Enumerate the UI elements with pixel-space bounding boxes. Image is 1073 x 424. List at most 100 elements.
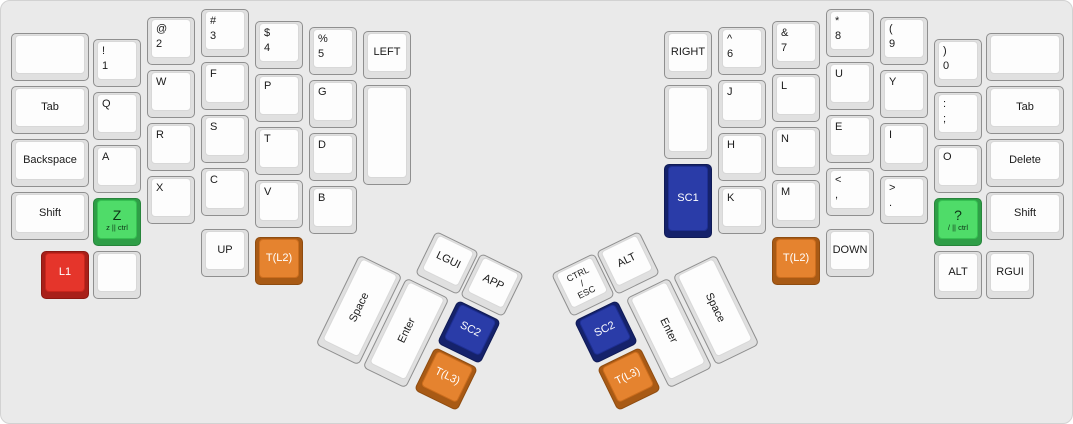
key-label: Enter [395,316,418,345]
key-y[interactable]: Y [880,70,928,118]
key-8[interactable]: *8 [826,9,874,57]
key-label: ! [102,45,106,57]
key-label: Shift [38,207,61,219]
key-blank-right-inner[interactable] [664,85,712,159]
key-q[interactable]: Q [93,92,141,140]
key-label: U [835,68,843,80]
key-up-arrow[interactable]: UP [201,229,249,277]
key-label: Space [703,290,728,325]
key-label: V [264,186,272,198]
key-tab-right[interactable]: Tab [986,86,1064,134]
key-l[interactable]: L [772,74,820,122]
key-v[interactable]: V [255,180,303,228]
key-label: SC2 [592,319,617,340]
key-delete[interactable]: Delete [986,139,1064,187]
key-slash-mod[interactable]: ?/ || ctrl [934,198,982,246]
key-label: T(L3) [613,365,643,388]
key-w[interactable]: W [147,70,195,118]
key-label: & [781,27,789,39]
key-label: UP [217,244,233,256]
key-label: Space [347,290,372,325]
key-label: H [727,139,735,151]
key-c[interactable]: C [201,168,249,216]
key-label: N [781,133,789,145]
key-rgui[interactable]: RGUI [986,251,1034,299]
key-label: Tab [41,101,59,113]
key-label: $ [264,27,271,39]
key-label: Enter [657,316,680,345]
key-g[interactable]: G [309,80,357,128]
key-t[interactable]: T [255,127,303,175]
key-0[interactable]: )0 [934,39,982,87]
key-7[interactable]: &7 [772,21,820,69]
key-a[interactable]: A [93,145,141,193]
key-label: RIGHT [670,46,706,58]
key-t-l2-left[interactable]: T(L2) [255,237,303,285]
key-backspace[interactable]: Backspace [11,139,89,187]
key-label: T(L3) [432,365,462,388]
key-tab-left[interactable]: Tab [11,86,89,134]
key-6[interactable]: ^6 [718,27,766,75]
key-p[interactable]: P [255,74,303,122]
key-label: B [318,192,326,204]
key-label: 2 [156,38,163,50]
key-t-l2-right[interactable]: T(L2) [772,237,820,285]
key-i[interactable]: I [880,123,928,171]
key-shift-right[interactable]: Shift [986,192,1064,240]
key-m[interactable]: M [772,180,820,228]
key-blank-left-outer[interactable] [11,33,89,81]
key-1[interactable]: !1 [93,39,141,87]
key-o[interactable]: O [934,145,982,193]
key-b[interactable]: B [309,186,357,234]
key-label: > [889,182,896,194]
key-layer1[interactable]: L1 [41,251,89,299]
key-5[interactable]: %5 [309,27,357,75]
key-label: RGUI [996,266,1024,278]
key-alt-bottom[interactable]: ALT [934,251,982,299]
key-comma[interactable]: <, [826,168,874,216]
key-label: @ [156,23,168,35]
key-right-arrow[interactable]: RIGHT [664,31,712,79]
key-down-arrow[interactable]: DOWN [826,229,874,277]
key-label: LGUI [434,249,463,272]
key-9[interactable]: (9 [880,17,928,65]
key-j[interactable]: J [718,80,766,128]
key-label: < [835,174,842,186]
key-n[interactable]: N [772,127,820,175]
key-semicolon[interactable]: :; [934,92,982,140]
key-h[interactable]: H [718,133,766,181]
key-left-arrow[interactable]: LEFT [363,31,411,79]
key-e[interactable]: E [826,115,874,163]
key-label: ALT [615,250,639,270]
key-label: W [156,76,167,88]
key-label: # [210,15,217,27]
key-blank-right-outer[interactable] [986,33,1064,81]
key-label: ^ [727,33,733,45]
key-label: ; [943,113,947,125]
key-shift-left[interactable]: Shift [11,192,89,240]
key-u[interactable]: U [826,62,874,110]
key-blank-left-bottom[interactable] [93,251,141,299]
key-label: C [210,174,218,186]
key-label: X [156,182,164,194]
key-f[interactable]: F [201,62,249,110]
key-4[interactable]: $4 [255,21,303,69]
key-period[interactable]: >. [880,176,928,224]
key-d[interactable]: D [309,133,357,181]
key-3[interactable]: #3 [201,9,249,57]
key-r[interactable]: R [147,123,195,171]
key-label: ESC [575,283,597,301]
key-blank-left-inner[interactable] [363,85,411,185]
key-s[interactable]: S [201,115,249,163]
key-sc1[interactable]: SC1 [664,164,712,238]
key-k[interactable]: K [718,186,766,234]
key-label: % [318,33,328,45]
key-label: L [781,80,788,92]
key-2[interactable]: @2 [147,17,195,65]
key-label: L1 [58,266,72,278]
key-label: J [727,86,733,98]
key-label: I [889,129,893,141]
key-x[interactable]: X [147,176,195,224]
